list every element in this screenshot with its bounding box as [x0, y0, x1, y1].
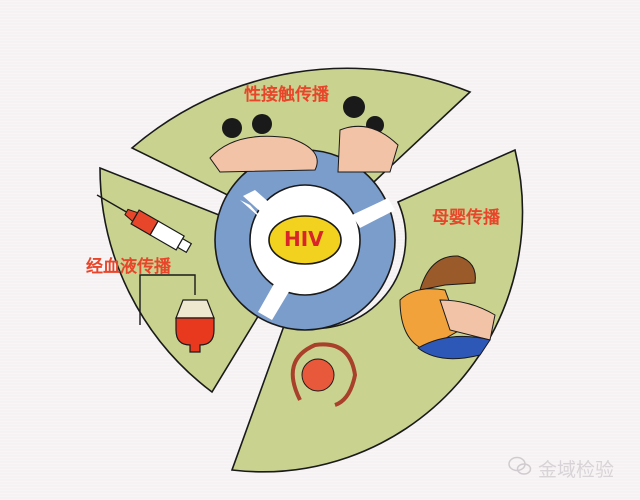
breastfeeding-illustration — [399, 255, 496, 360]
label-sexual-transmission: 性接触传播 — [244, 85, 329, 105]
embracing-couples-illustration — [209, 96, 399, 173]
sector-mother-infant — [230, 148, 524, 473]
blood-bag-icon — [139, 274, 215, 353]
syringe-icon — [96, 194, 193, 254]
fetus-illustration — [290, 342, 358, 407]
hiv-center — [268, 215, 342, 265]
watermark: 金域检验 — [508, 455, 614, 482]
watermark-text: 金域检验 — [538, 459, 615, 481]
label-blood-transmission: 经血液传播 — [86, 257, 171, 277]
wechat-icon — [508, 456, 532, 481]
hiv-label: HIV — [284, 227, 324, 251]
label-mother-infant-transmission: 母婴传播 — [432, 208, 500, 228]
